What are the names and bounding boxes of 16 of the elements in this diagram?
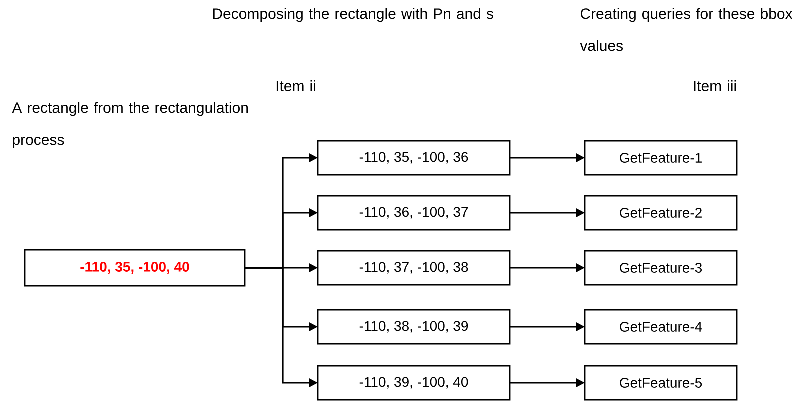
query-box: GetFeature-3 — [584, 250, 738, 286]
bbox-box: -110, 39, -100, 40 — [317, 365, 511, 401]
bbox-box: -110, 37, -100, 38 — [317, 250, 511, 286]
bbox-box: -110, 36, -100, 37 — [317, 195, 511, 231]
heading-text: Item ii — [276, 80, 316, 92]
heading-text: Item iii — [694, 80, 736, 92]
heading-text: Creating queries for these bbox values — [580, 8, 793, 52]
query-box: GetFeature-5 — [584, 365, 738, 401]
query-box: GetFeature-1 — [584, 140, 738, 176]
bbox-box: -110, 38, -100, 39 — [317, 309, 511, 345]
bbox-box: -110, 35, -100, 40 — [24, 249, 246, 287]
query-box: GetFeature-2 — [584, 195, 738, 231]
query-box: GetFeature-4 — [584, 309, 738, 345]
bbox-box: -110, 35, -100, 36 — [317, 140, 511, 176]
heading-text: A rectangle from the rectangulation process — [12, 102, 248, 148]
heading-text: Decomposing the rectangle with Pn and s — [213, 8, 494, 22]
